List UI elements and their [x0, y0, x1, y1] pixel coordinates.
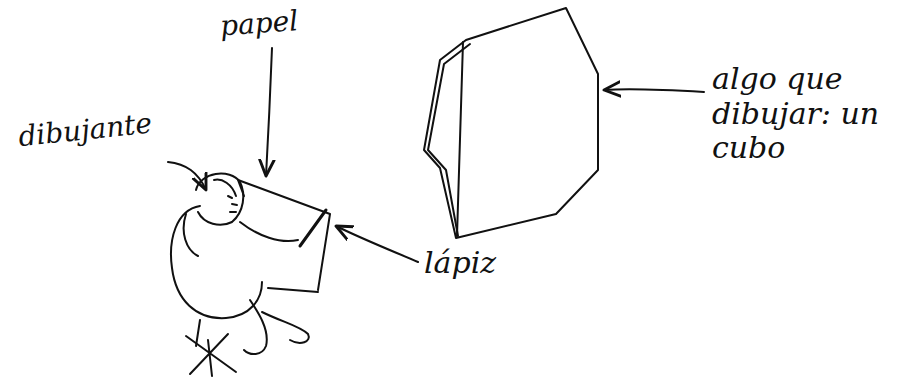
leader-arrow [336, 226, 418, 262]
paper-sheet [238, 180, 330, 292]
pencil [300, 210, 326, 246]
handwritten-label: algo que dibujar: un cubo [712, 62, 902, 166]
cube-drawing [424, 8, 598, 238]
leader-arrow [168, 162, 206, 190]
leader-arrow [604, 89, 704, 92]
leader-arrow [266, 48, 272, 176]
handwritten-label: papel [219, 2, 351, 43]
handwritten-label: lápiz [424, 246, 544, 281]
draughtsman-figure [171, 174, 309, 376]
handwritten-label: dibujante [17, 103, 199, 154]
